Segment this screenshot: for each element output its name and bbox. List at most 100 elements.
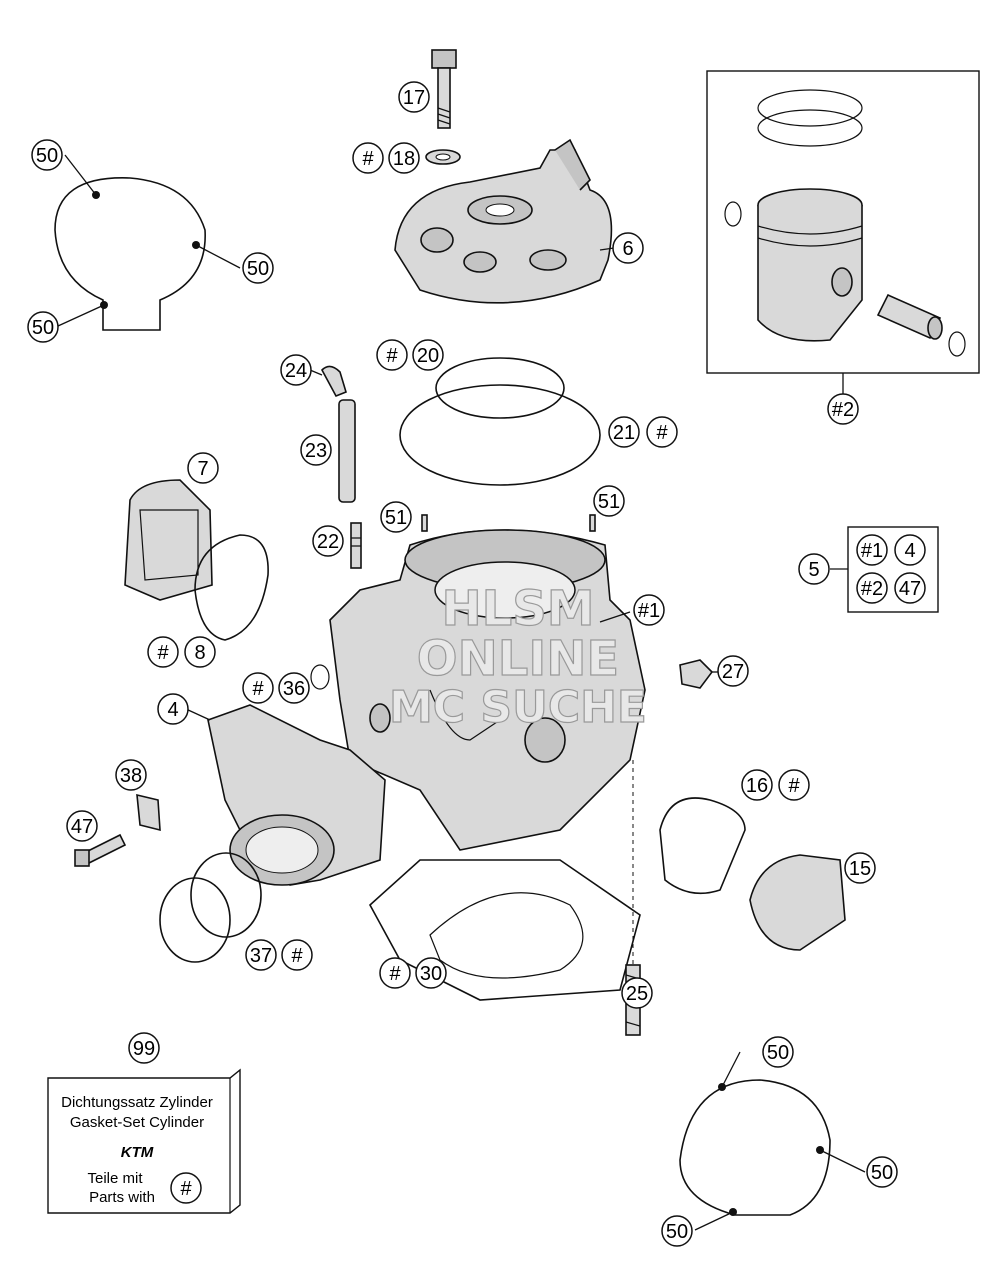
callout-circle	[278, 672, 310, 704]
callout-label: 25	[626, 983, 648, 1005]
callout-label: 22	[317, 531, 339, 553]
callout-label: 5	[808, 559, 819, 581]
circlip-icon	[724, 201, 966, 357]
cylinder-icon	[329, 529, 646, 851]
reed-o-ring-icon	[159, 852, 262, 963]
callout-circle	[741, 769, 773, 801]
callout-circle	[300, 434, 332, 466]
nut-icon	[679, 659, 714, 689]
callout-label: 17	[403, 87, 425, 109]
gasket-box-mark: #	[180, 1178, 192, 1200]
callout-label: #	[389, 963, 401, 985]
callout-label: #2	[832, 399, 854, 421]
callout-circle	[280, 354, 312, 386]
intake-screw-icon	[74, 833, 127, 867]
callout-circle	[380, 501, 412, 533]
callout-circle	[646, 416, 678, 448]
callout-circle	[115, 759, 147, 791]
callout-circle	[242, 252, 274, 284]
callout-labels: 17#186505050#224#202321#72251515#1#827#3…	[27, 81, 898, 1247]
callout-circle	[621, 977, 653, 1009]
small-o-ring-icon	[310, 664, 330, 690]
callout-circle	[379, 957, 411, 989]
callout-label: #	[656, 422, 668, 444]
callout-circle	[608, 416, 640, 448]
callout-circle	[187, 452, 219, 484]
kit5-item: 4	[904, 540, 915, 562]
ktm-logo: KTM	[121, 1144, 154, 1161]
callout-label: 51	[598, 491, 620, 513]
callout-circle	[242, 672, 274, 704]
callout-circle	[415, 957, 447, 989]
callout-circle	[827, 393, 859, 425]
watermark-line1: HLSM	[441, 581, 594, 637]
kit5-item: 47	[899, 578, 921, 600]
callout-circle	[717, 655, 749, 687]
callout-label: 50	[871, 1162, 893, 1184]
gasket-box-line4: Parts with	[89, 1189, 155, 1206]
callout-label: 16	[746, 775, 768, 797]
cylinder-head-icon	[394, 138, 613, 304]
gasket-box-line1: Dichtungssatz Zylinder	[61, 1094, 213, 1111]
callout-circle	[398, 81, 430, 113]
callout-label: 6	[622, 238, 633, 260]
callout-circle	[27, 311, 59, 343]
callout-circle	[31, 139, 63, 171]
callout-circle	[762, 1036, 794, 1068]
callout-label: 50	[36, 145, 58, 167]
callout-label: 50	[247, 258, 269, 280]
callout-label: #1	[638, 600, 660, 622]
cover-gasket-top-left-icon	[54, 177, 206, 331]
piston-assembly-box	[706, 70, 980, 395]
callout-label: 47	[71, 816, 93, 838]
callout-label: 7	[197, 458, 208, 480]
callout-label: 18	[393, 148, 415, 170]
callout-circle	[352, 142, 384, 174]
base-gasket-icon	[368, 859, 641, 1001]
gasket-set-box: Dichtungssatz Zylinder Gasket-Set Cylind…	[47, 1068, 241, 1214]
piston-ring-icon	[757, 89, 863, 147]
piston-pin-icon	[876, 293, 943, 340]
gasket-box-line2: Gasket-Set Cylinder	[70, 1114, 204, 1131]
kit-5-box: #1 4 #2 47	[830, 526, 939, 613]
leader-lines	[57, 154, 866, 1231]
callout-label: 4	[167, 699, 178, 721]
cover-gasket-bottom-right-icon	[679, 1079, 831, 1216]
callout-circle	[593, 485, 625, 517]
callout-circle	[388, 142, 420, 174]
callout-label: 20	[417, 345, 439, 367]
callout-circle	[798, 553, 830, 585]
callout-label: 99	[133, 1038, 155, 1060]
callout-label: 51	[385, 507, 407, 529]
cover-gasket-right-icon	[659, 797, 746, 895]
callout-label: 8	[194, 642, 205, 664]
watermark-line3: MC SUCHE	[389, 682, 647, 733]
callout-label: 24	[285, 360, 307, 382]
callout-label: 36	[283, 678, 305, 700]
callout-circle	[844, 852, 876, 884]
dowel-pin-icon	[421, 514, 596, 532]
callout-label: 38	[120, 765, 142, 787]
watermark-line2: ONLINE	[417, 631, 619, 687]
callout-label: 50	[32, 317, 54, 339]
callout-label: #	[788, 775, 800, 797]
callout-label: #	[386, 345, 398, 367]
callout-circle	[866, 1156, 898, 1188]
callout-circle	[281, 939, 313, 971]
washer-icon	[425, 149, 461, 165]
intake-flange-icon	[207, 704, 386, 886]
callout-circle	[147, 636, 179, 668]
kit5-item: #2	[861, 578, 883, 600]
callout-label: 37	[250, 945, 272, 967]
callout-label: #	[291, 945, 303, 967]
callout-label: #	[362, 148, 374, 170]
bracket-icon	[136, 793, 161, 832]
callout-circle	[245, 939, 277, 971]
head-bolt-icon	[431, 49, 457, 129]
coolant-hose-icon	[338, 399, 356, 503]
callout-circle	[612, 232, 644, 264]
kit5-item: #1	[861, 540, 883, 562]
callout-circle	[66, 810, 98, 842]
callout-circle	[661, 1215, 693, 1247]
